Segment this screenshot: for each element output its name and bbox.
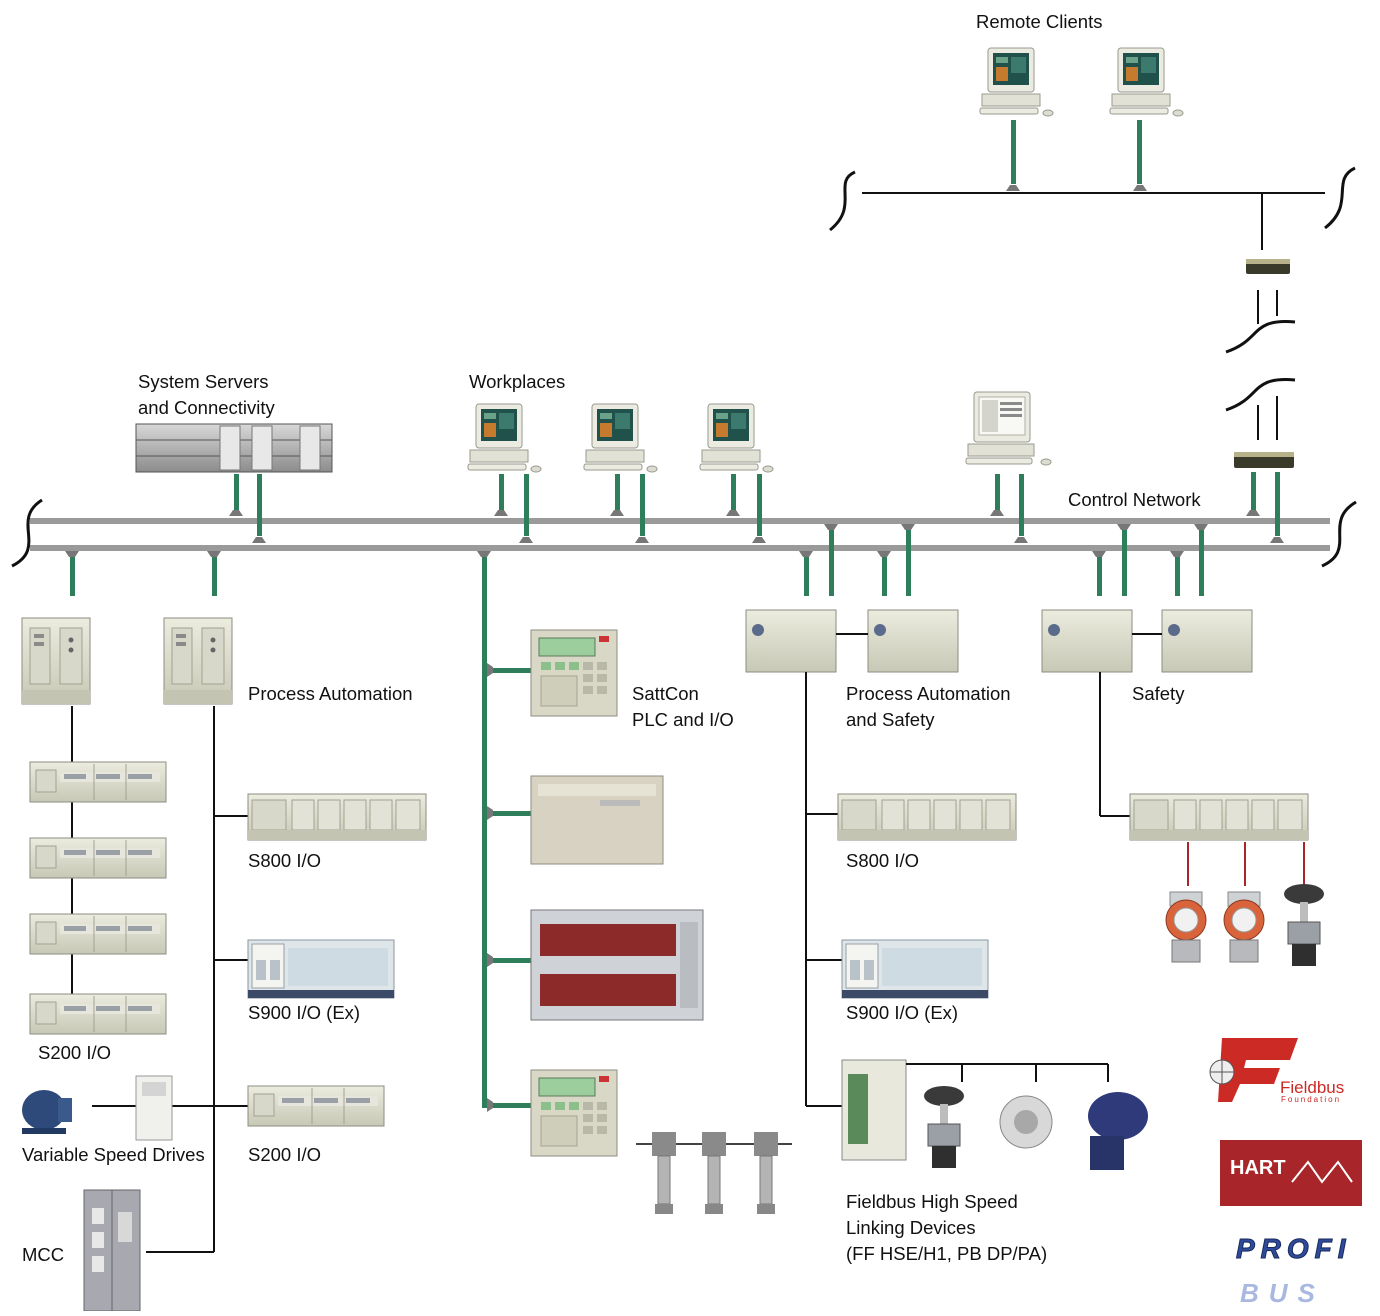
fieldbus-logo-text: Fieldbus — [1280, 1078, 1344, 1097]
label-fieldbus-linking: Fieldbus High Speed Linking Devices (FF … — [846, 1191, 1048, 1264]
process-automation-safety-controllers — [745, 524, 1253, 1170]
label-s200-left: S200 I/O — [38, 1042, 112, 1063]
sattcon-branch — [477, 551, 793, 1215]
profibus-logo: PROFI BUS — [1236, 1233, 1352, 1309]
drives-and-mcc — [22, 1075, 173, 1312]
remote-network — [829, 47, 1356, 468]
process-automation-controllers — [21, 551, 427, 1253]
safety-io — [1099, 672, 1325, 967]
workplaces-pcs — [467, 391, 1284, 543]
hart-logo-text: HART — [1230, 1157, 1286, 1179]
fieldbus-logo-subtext: Foundation — [1281, 1095, 1341, 1104]
label-variable-speed-drives: Variable Speed Drives — [22, 1144, 205, 1165]
label-s800-right: S800 I/O — [846, 850, 920, 871]
label-s900-right: S900 I/O (Ex) — [846, 1002, 959, 1023]
label-safety: Safety — [1132, 683, 1185, 704]
label-process-automation: Process Automation — [248, 683, 413, 704]
label-remote-clients: Remote Clients — [976, 11, 1103, 32]
profibus-logo-text: PROFI — [1236, 1233, 1352, 1264]
server-rack — [135, 423, 333, 543]
label-workplaces: Workplaces — [469, 371, 566, 392]
label-control-network: Control Network — [1068, 489, 1201, 510]
label-s900-left: S900 I/O (Ex) — [248, 1002, 361, 1023]
control-network-bus — [11, 498, 1357, 568]
hart-logo: HART — [1220, 1140, 1362, 1206]
label-mcc: MCC — [22, 1244, 65, 1265]
label-sattcon: SattCon PLC and I/O — [632, 683, 734, 730]
fieldbus-logo: Fieldbus Foundation — [1209, 1038, 1344, 1104]
label-process-automation-safety: Process Automation and Safety — [846, 683, 1011, 730]
profibus-logo-subtext: BUS — [1240, 1278, 1325, 1308]
label-s200-mid: S200 I/O — [248, 1144, 322, 1165]
label-s800-left: S800 I/O — [248, 850, 322, 871]
label-system-servers: System Servers and Connectivity — [138, 371, 275, 418]
